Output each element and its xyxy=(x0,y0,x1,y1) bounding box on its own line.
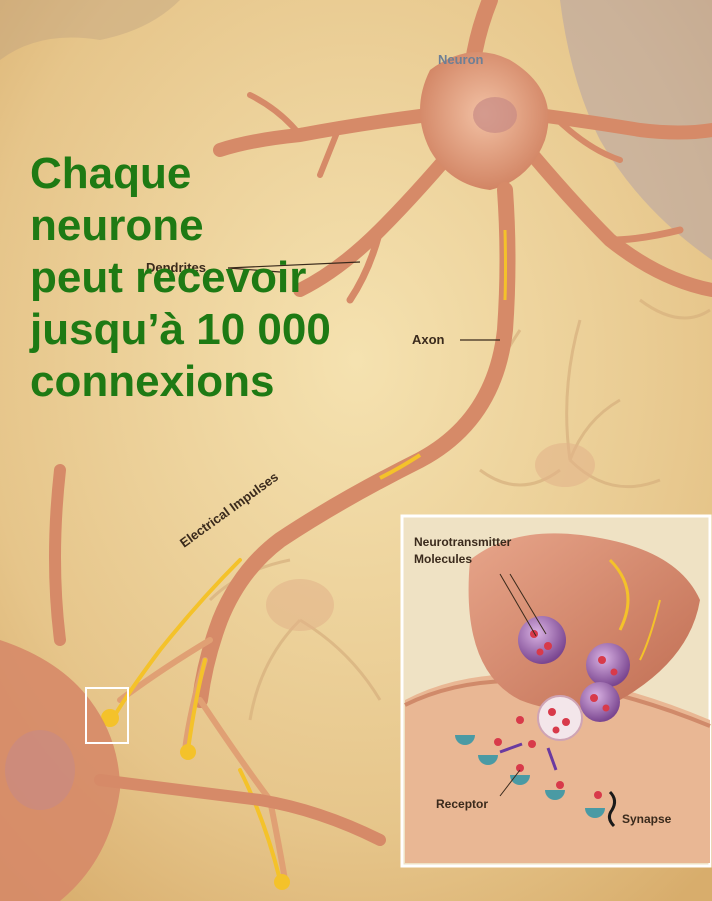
label-neuron: Neuron xyxy=(438,52,484,67)
headline-line: jusqu’à 10 000 xyxy=(30,304,331,356)
synapse-inset: Neurotransmitter Molecules Receptor Syna… xyxy=(402,516,710,866)
headline: Chaque neurone peut recevoir jusqu’à 10 … xyxy=(30,148,331,408)
label-neurotransmitter: Neurotransmitter xyxy=(414,535,512,549)
label-receptor: Receptor xyxy=(436,797,488,811)
label-axon: Axon xyxy=(412,332,445,347)
headline-line: peut recevoir xyxy=(30,252,331,304)
label-synapse: Synapse xyxy=(622,812,672,826)
impulse-arrow xyxy=(505,230,506,300)
headline-line: connexions xyxy=(30,356,331,408)
headline-line: neurone xyxy=(30,200,331,252)
fused-vesicle xyxy=(538,696,582,740)
soma-nucleus xyxy=(473,97,517,133)
vesicle xyxy=(518,616,566,664)
headline-line: Chaque xyxy=(30,148,331,200)
label-molecules: Molecules xyxy=(414,552,472,566)
